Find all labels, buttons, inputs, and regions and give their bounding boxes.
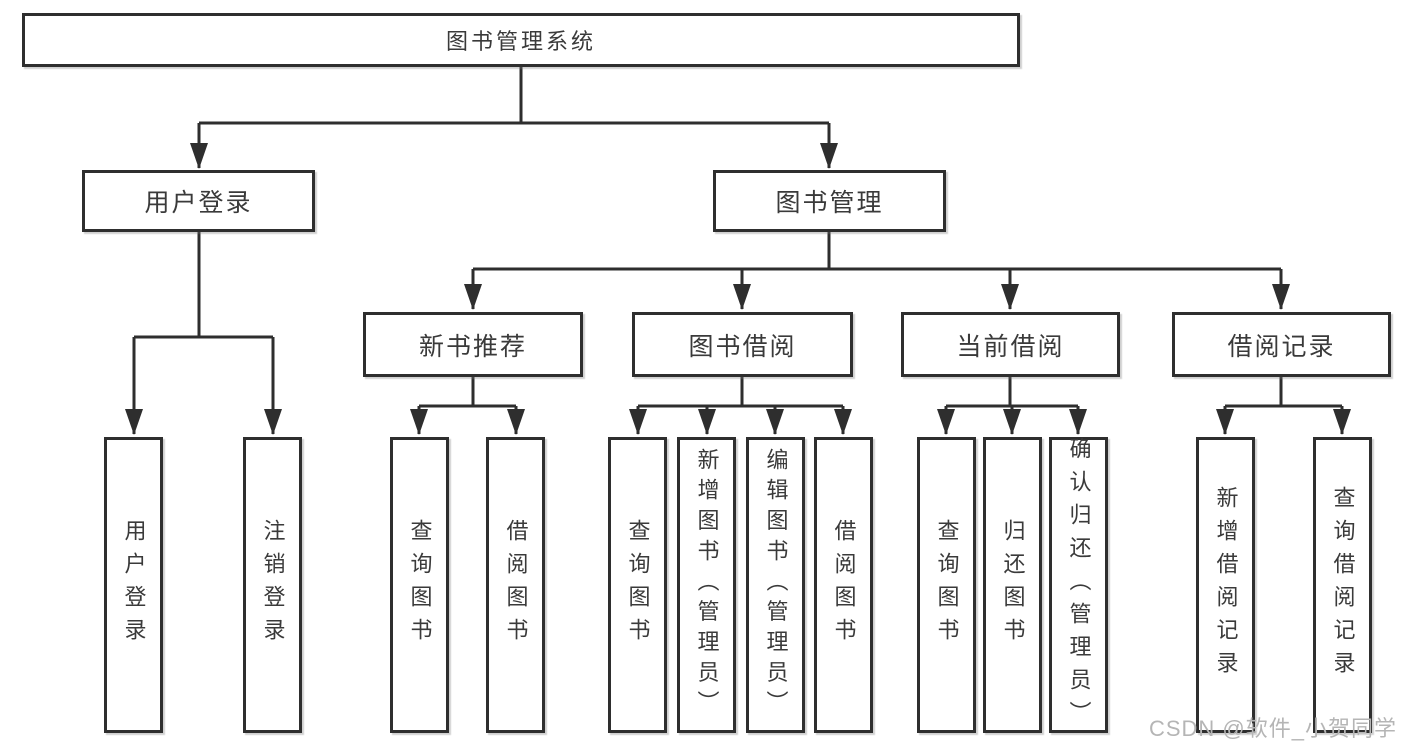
node-borrow-records: 借阅记录 — [1172, 312, 1391, 377]
node-book-management: 图书管理 — [713, 170, 946, 232]
leaf-borrow-books-2: 借阅图书 — [814, 437, 873, 733]
leaf-query-borrow-records: 查询借阅记录 — [1313, 437, 1372, 733]
leaf-borrow-books-1: 借阅图书 — [486, 437, 545, 733]
node-current-borrow: 当前借阅 — [901, 312, 1120, 377]
leaf-query-books-3: 查询图书 — [917, 437, 976, 733]
leaf-add-book-admin: 新增图书（管理员） — [677, 437, 736, 733]
node-book-borrow: 图书借阅 — [632, 312, 853, 377]
leaf-query-books-1: 查询图书 — [390, 437, 449, 733]
leaf-return-book: 归还图书 — [983, 437, 1042, 733]
leaf-query-books-2: 查询图书 — [608, 437, 667, 733]
tree-lines — [134, 67, 1342, 408]
leaf-edit-book-admin: 编辑图书（管理员） — [746, 437, 805, 733]
node-new-book-recommend: 新书推荐 — [363, 312, 583, 377]
watermark: CSDN @软件_小贺同学 — [1148, 716, 1397, 741]
leaf-add-borrow-record: 新增借阅记录 — [1196, 437, 1255, 733]
leaf-user-login: 用户登录 — [104, 437, 163, 733]
node-user-login: 用户登录 — [82, 170, 315, 232]
node-root: 图书管理系统 — [22, 13, 1020, 67]
leaf-confirm-return-admin: 确认归还（管理员） — [1049, 437, 1108, 734]
leaf-logout: 注销登录 — [243, 437, 302, 733]
